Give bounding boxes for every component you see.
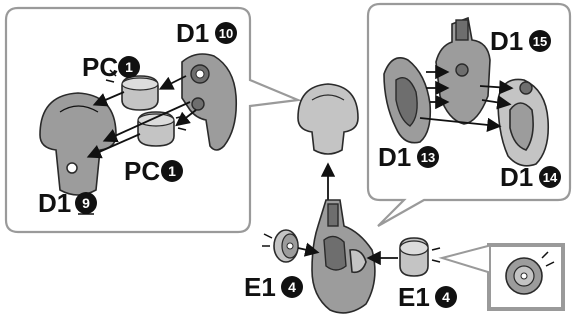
label-d1-14: D1 14 bbox=[500, 162, 561, 192]
svg-text:4: 4 bbox=[288, 279, 296, 295]
arrow-right-5 bbox=[481, 95, 512, 110]
center-assembly-body bbox=[311, 199, 376, 314]
label-pc-bottom: PC 1 bbox=[124, 156, 183, 186]
label-d1-9: D1 9 bbox=[38, 188, 97, 218]
svg-text:D1: D1 bbox=[378, 142, 411, 172]
svg-text:14: 14 bbox=[543, 170, 558, 185]
svg-text:9: 9 bbox=[82, 195, 90, 211]
svg-text:E1: E1 bbox=[244, 272, 276, 302]
label-e1-left: E1 4 bbox=[244, 272, 303, 302]
svg-text:1: 1 bbox=[125, 59, 133, 75]
svg-text:13: 13 bbox=[421, 150, 435, 165]
svg-text:PC: PC bbox=[82, 52, 118, 82]
label-d1-10: D1 10 bbox=[176, 18, 237, 48]
right-callout-panel bbox=[366, 2, 572, 227]
left-callout-panel bbox=[4, 6, 303, 234]
label-d1-13: D1 13 bbox=[378, 142, 439, 172]
arrow-left-1 bbox=[158, 75, 187, 90]
shell-part-d1-13 bbox=[383, 57, 432, 144]
svg-text:D1: D1 bbox=[490, 26, 523, 56]
arrow-left-3 bbox=[102, 101, 191, 143]
label-pc-top: PC 1 bbox=[82, 52, 140, 82]
bracket-part-d1-10 bbox=[181, 53, 238, 151]
arrow-right-6 bbox=[419, 117, 502, 133]
label-d1-15: D1 15 bbox=[490, 26, 551, 56]
washer-e1-right bbox=[399, 237, 441, 277]
label-e1-right: E1 4 bbox=[398, 282, 457, 312]
svg-text:D1: D1 bbox=[38, 188, 71, 218]
head-part-d1-9 bbox=[39, 92, 117, 196]
svg-text:D1: D1 bbox=[500, 162, 533, 192]
washer-e1-left bbox=[262, 229, 299, 263]
arrow-left-5 bbox=[175, 109, 197, 127]
washer-detail-callout bbox=[438, 243, 565, 311]
svg-text:4: 4 bbox=[442, 289, 450, 305]
svg-text:PC: PC bbox=[124, 156, 160, 186]
svg-text:E1: E1 bbox=[398, 282, 430, 312]
arrow-left-2 bbox=[92, 91, 125, 107]
svg-text:1: 1 bbox=[168, 163, 176, 179]
svg-text:15: 15 bbox=[533, 34, 547, 49]
arrow-washer-left bbox=[297, 242, 320, 257]
center-head-part bbox=[297, 83, 359, 155]
svg-text:D1: D1 bbox=[176, 18, 209, 48]
svg-text:10: 10 bbox=[219, 26, 233, 41]
arrow-right-4 bbox=[479, 80, 514, 95]
arrow-left-4 bbox=[86, 133, 141, 159]
